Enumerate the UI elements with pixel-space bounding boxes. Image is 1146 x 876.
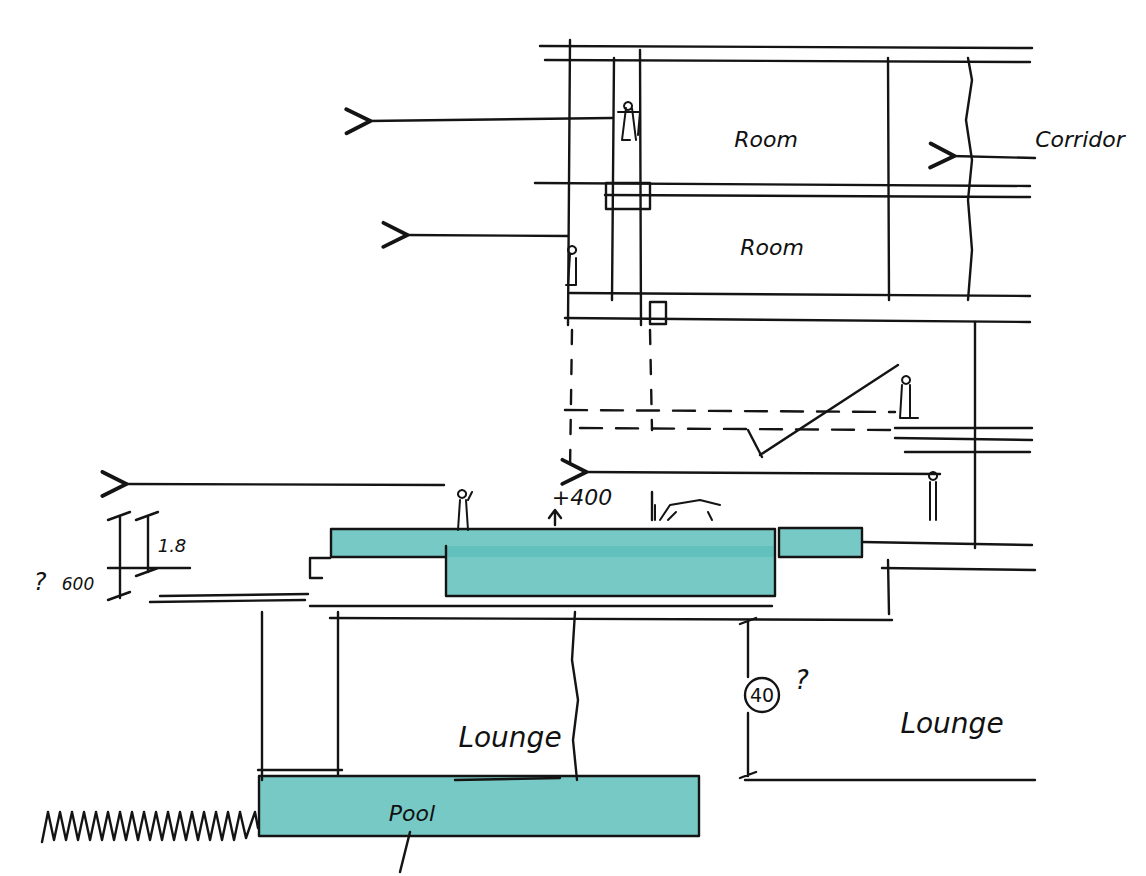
wall-line — [612, 58, 614, 300]
ground-line — [862, 542, 1032, 545]
space-label: Corridor — [1035, 128, 1125, 152]
floor-line — [895, 427, 1032, 429]
pool-outline — [259, 776, 699, 836]
person-figure — [900, 376, 918, 418]
room-band: Room — [642, 64, 886, 182]
space-label: Lounge — [458, 723, 561, 754]
dimension-label: ? — [795, 666, 809, 695]
slab-edge — [650, 302, 666, 324]
view-arrow — [124, 484, 444, 485]
slab-line — [310, 605, 772, 607]
roof-line — [540, 46, 1032, 48]
floor-line — [565, 318, 1030, 322]
deck-step — [310, 558, 330, 578]
floor-line — [570, 293, 1030, 296]
level-arrow — [549, 510, 561, 525]
leader-line — [400, 832, 410, 872]
slab-line — [330, 618, 892, 620]
floor-line — [605, 195, 1030, 197]
person-figure — [458, 490, 472, 530]
deck-edge — [779, 528, 862, 557]
view-arrow — [584, 472, 940, 474]
ground-line — [160, 594, 308, 596]
callout-circle — [745, 678, 779, 712]
section-mark — [651, 492, 653, 520]
pool-water — [259, 776, 699, 836]
person-figures — [458, 102, 937, 530]
column-line — [261, 612, 263, 780]
dimension-label: 1.8 — [158, 536, 187, 556]
sight-line — [748, 430, 762, 457]
hidden-line — [565, 410, 895, 412]
column-line — [337, 612, 339, 775]
floor-line — [455, 778, 560, 780]
wall-line — [888, 560, 889, 614]
dimension-label: ? — [34, 569, 47, 595]
view-arrow — [368, 118, 612, 121]
deck-edge — [779, 528, 862, 557]
hidden-line — [650, 330, 652, 430]
person-figure — [566, 246, 576, 285]
balcony-edge — [606, 183, 650, 209]
room-band: Room — [642, 199, 886, 292]
wall-line — [888, 58, 889, 300]
hidden-line — [580, 428, 895, 430]
dimension-line — [108, 512, 190, 600]
teal-fill — [259, 528, 862, 836]
wall-line — [974, 322, 976, 548]
deck-step — [446, 546, 776, 596]
floor-line — [258, 769, 342, 771]
ground-line — [150, 600, 305, 602]
hidden-line — [570, 330, 572, 470]
ground-line — [882, 568, 1035, 570]
wall-line — [640, 50, 641, 325]
room-label: Room — [734, 128, 798, 152]
floor-line — [905, 451, 1030, 453]
glazing-line — [572, 612, 578, 780]
dimension-label: +400 — [552, 486, 612, 510]
pool-band: Pool — [261, 778, 697, 834]
view-arrow — [405, 235, 568, 236]
floor-line — [895, 438, 1032, 440]
wall-line — [966, 58, 972, 300]
roof-line — [545, 60, 1030, 62]
dimension-label: 600 — [62, 575, 94, 594]
person-figure — [929, 472, 937, 520]
callout-number: 40 — [750, 685, 774, 706]
grass-hatch — [42, 812, 258, 842]
room-label: Room — [740, 236, 804, 260]
floor-line — [745, 779, 1035, 781]
pool-label: Pool — [389, 802, 435, 826]
corridor-arrow — [952, 156, 1035, 158]
deck-outline — [331, 529, 775, 596]
space-label: Lounge — [900, 709, 1003, 740]
sight-line — [760, 365, 898, 455]
person-figure — [618, 102, 640, 140]
lower-level — [42, 484, 1035, 872]
upper-floors — [368, 40, 1035, 548]
lounger-figure — [655, 500, 720, 520]
